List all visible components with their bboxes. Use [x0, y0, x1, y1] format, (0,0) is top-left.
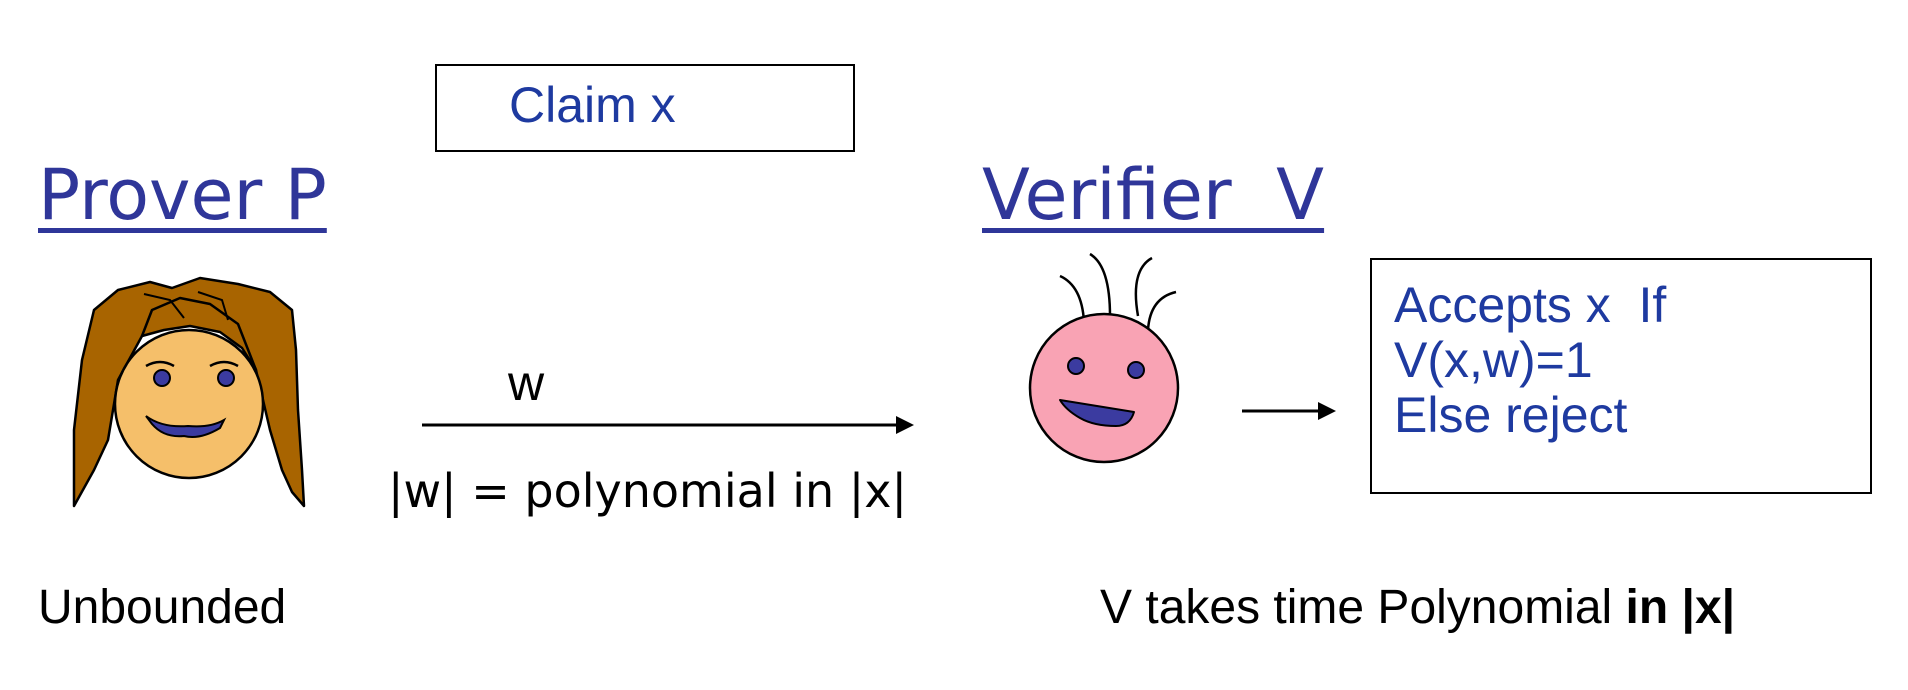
verifier-note: V takes time Polynomial in |x| — [1100, 584, 1735, 632]
decision-line-2: V(x,w)=1 — [1394, 332, 1593, 388]
message-length-label: |w| = polynomial in |x| — [388, 464, 908, 518]
decision-arrow — [1242, 402, 1336, 420]
verifier-face-icon — [1028, 252, 1180, 464]
prover-face-icon — [72, 276, 306, 508]
claim-box: Claim x — [435, 64, 855, 152]
decision-line-1: Accepts x If — [1394, 277, 1667, 333]
verifier-face — [1028, 312, 1180, 464]
message-label: w — [508, 355, 545, 411]
prover-note: Unbounded — [38, 581, 287, 634]
prover-face — [113, 328, 265, 480]
prover-heading: Prover P — [38, 154, 327, 236]
decision-line-3: Else reject — [1394, 387, 1628, 443]
verifier-note-bold: in |x| — [1625, 581, 1736, 634]
message-arrow — [422, 416, 914, 434]
claim-label: Claim x — [509, 77, 676, 133]
verifier-heading: Verifier V — [982, 154, 1325, 236]
decision-box: Accepts x If V(x,w)=1 Else reject — [1370, 258, 1872, 494]
verifier-note-prefix: V takes time Polynomial — [1100, 581, 1626, 634]
